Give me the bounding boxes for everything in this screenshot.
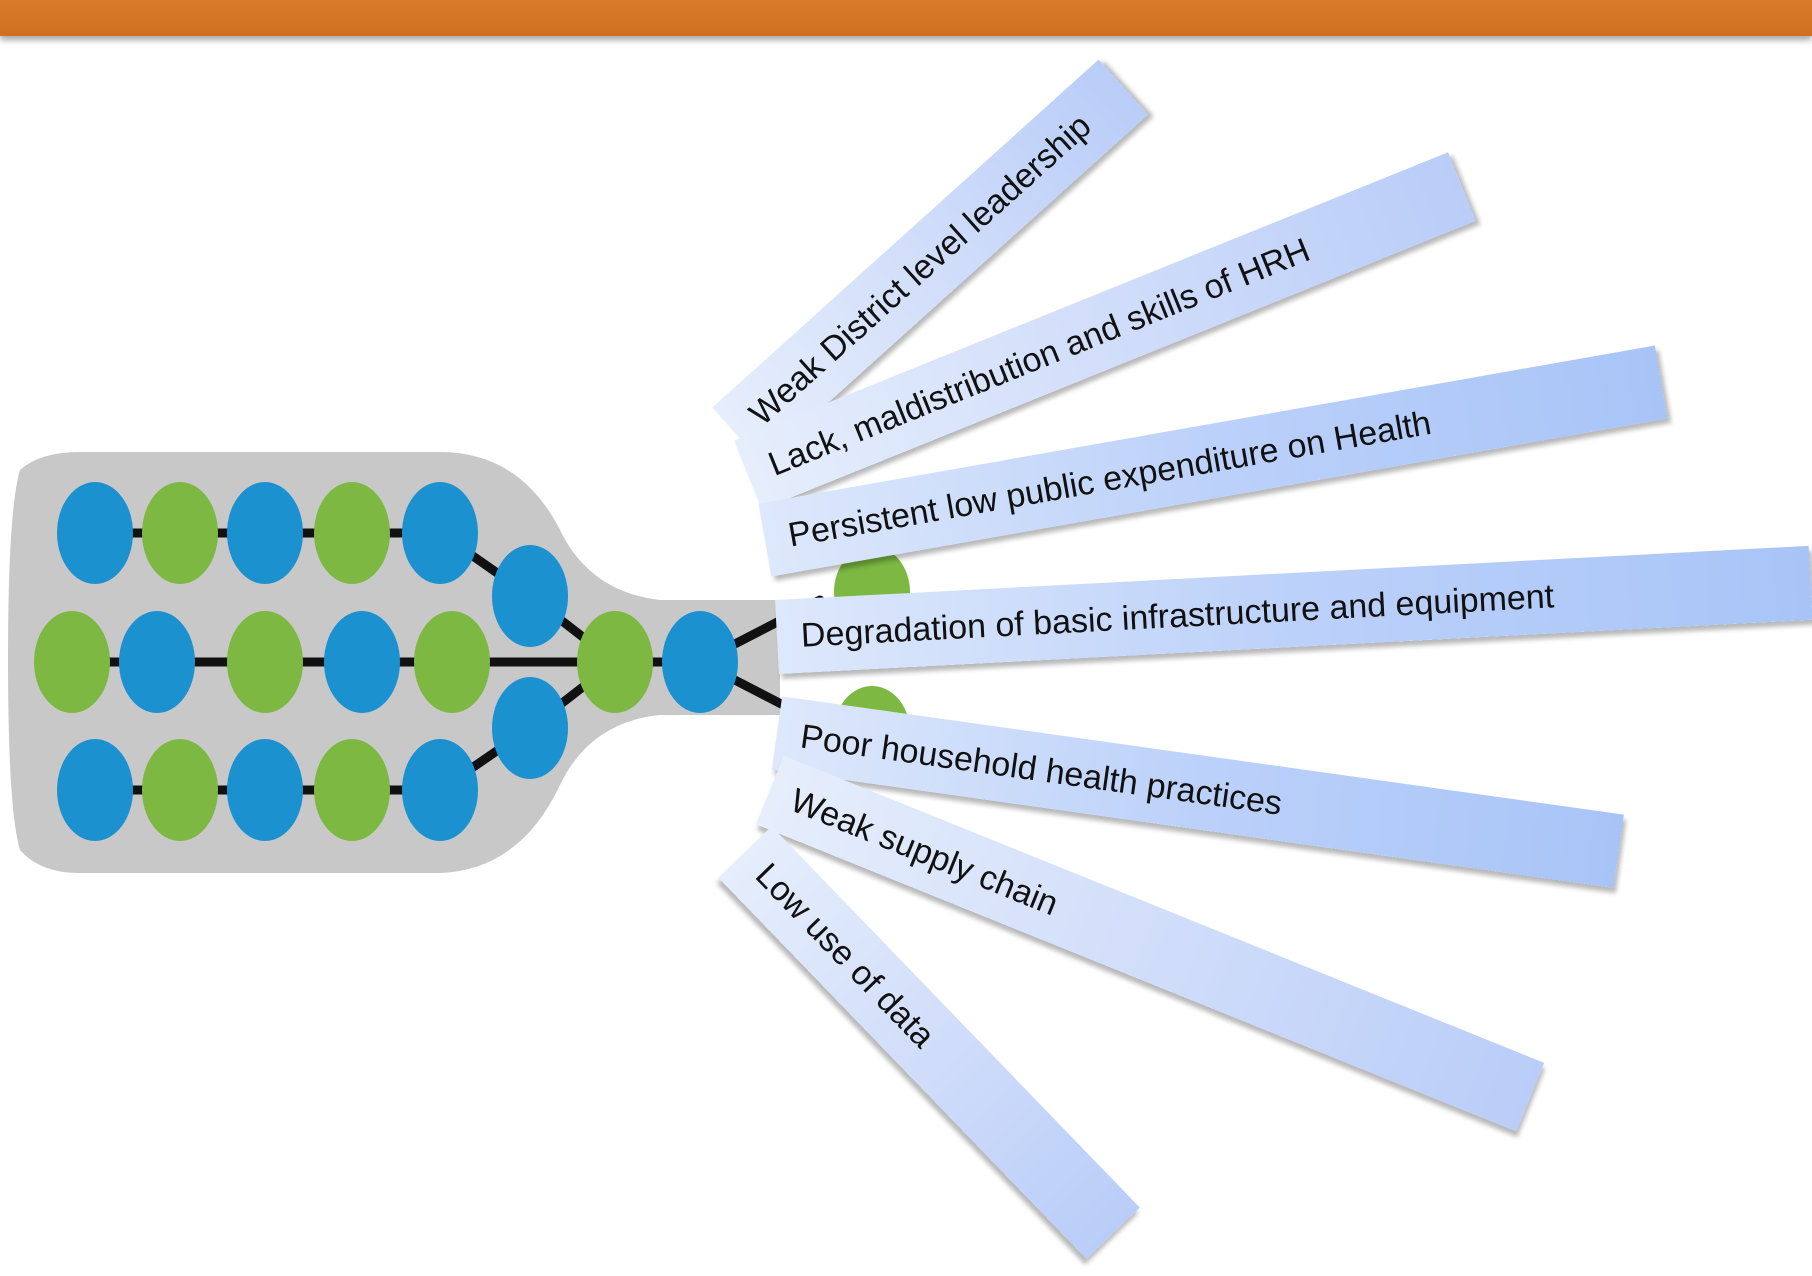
blue-node bbox=[662, 611, 738, 713]
blue-node bbox=[227, 739, 303, 841]
green-node bbox=[34, 611, 110, 713]
blue-node bbox=[57, 482, 133, 584]
header-bar bbox=[0, 0, 1812, 36]
green-node bbox=[314, 739, 390, 841]
blue-node bbox=[57, 739, 133, 841]
green-node bbox=[142, 482, 218, 584]
blue-node bbox=[402, 482, 478, 584]
blue-node bbox=[119, 611, 195, 713]
green-node bbox=[314, 482, 390, 584]
green-node bbox=[577, 611, 653, 713]
blue-node bbox=[402, 739, 478, 841]
blue-node bbox=[227, 482, 303, 584]
node-grid bbox=[34, 482, 738, 841]
green-node bbox=[414, 611, 490, 713]
green-node bbox=[142, 739, 218, 841]
blue-node bbox=[492, 677, 568, 779]
green-node bbox=[227, 611, 303, 713]
blue-node bbox=[324, 611, 400, 713]
blue-node bbox=[492, 545, 568, 647]
